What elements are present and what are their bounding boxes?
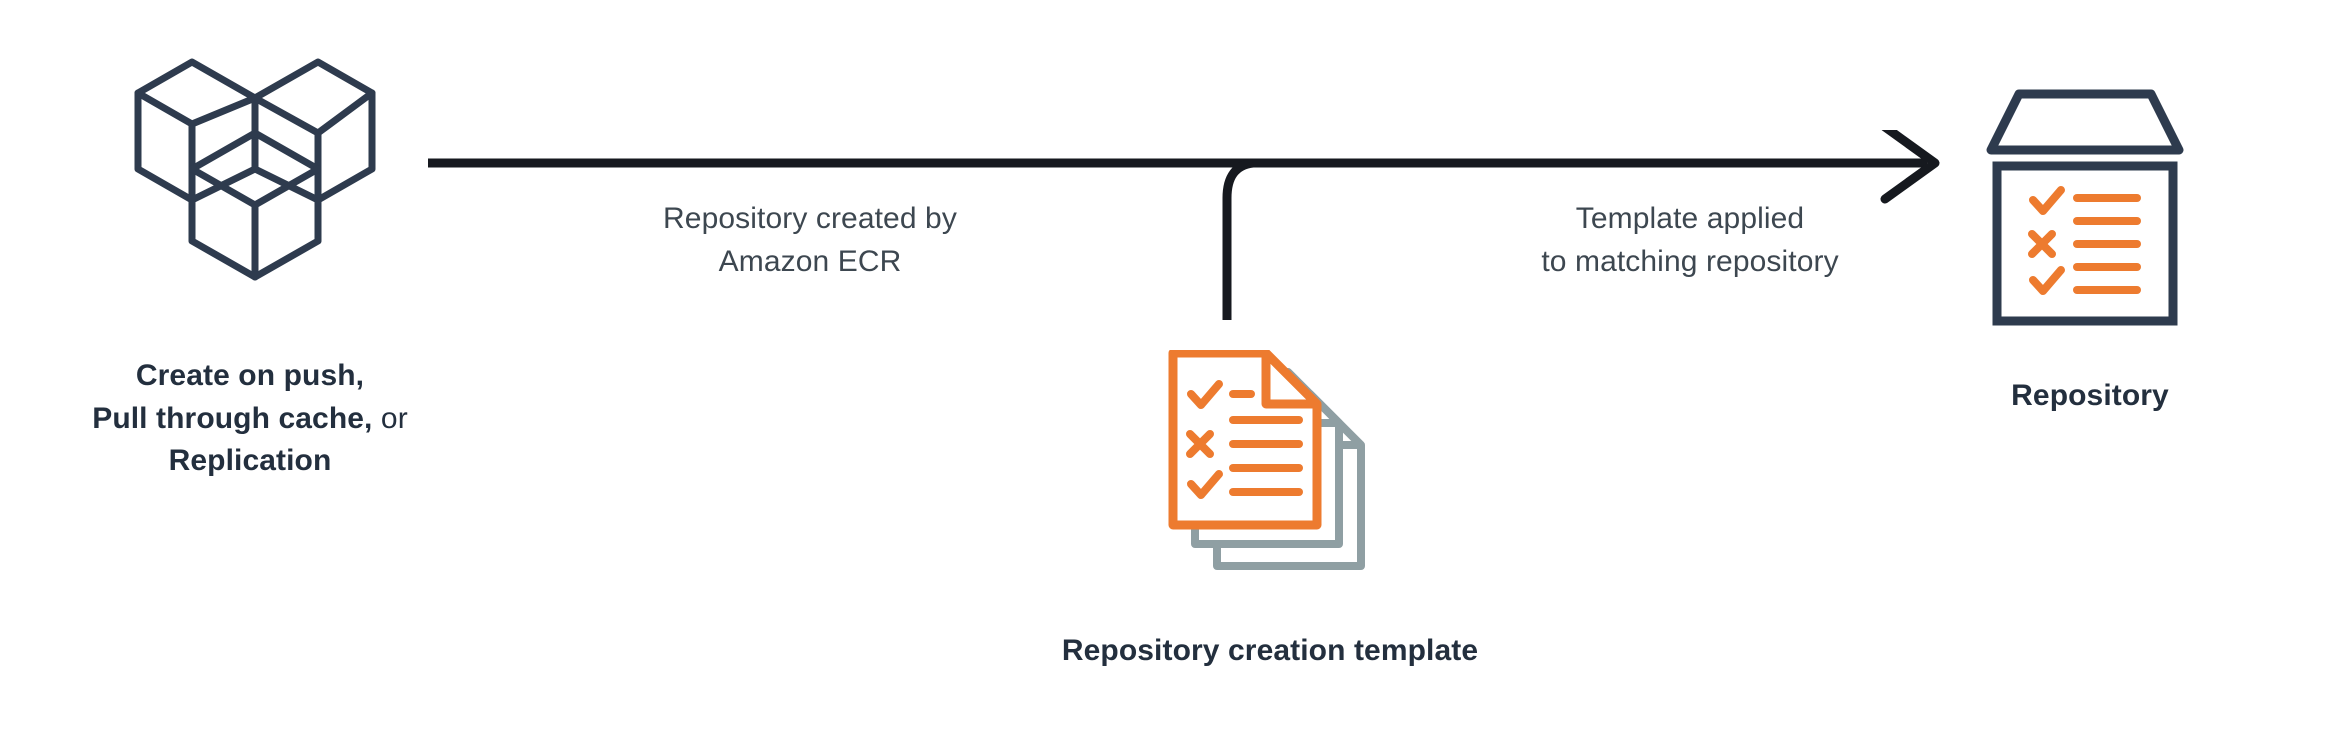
- source-caption-bold-3: Replication: [168, 444, 332, 478]
- three-cubes-icon: [130, 45, 380, 300]
- x-mark: [1186, 430, 1214, 458]
- edge-label-repository-created: Repository created by Amazon ECR: [410, 198, 1210, 283]
- edge2-line-2: to matching repository: [1541, 244, 1839, 278]
- edge2-line-1: Template applied: [1575, 202, 1805, 235]
- source-node-caption: Create on push, Pull through cache, or R…: [0, 355, 500, 483]
- repository-node-caption: Repository: [2011, 379, 2169, 412]
- edge-label-template-applied: Template applied to matching repository: [1290, 198, 2090, 283]
- source-caption-line-3: Replication: [0, 440, 500, 483]
- source-caption-regular-2: or: [372, 401, 408, 435]
- repo-x-mark: [2028, 230, 2056, 258]
- repo-check-mark-2: [2029, 266, 2065, 295]
- repository-box-icon: [1985, 88, 2185, 328]
- source-caption-bold-1: Create on push,: [135, 359, 365, 392]
- repository-lid: [1986, 89, 2184, 155]
- repo-check-mark-1: [2029, 186, 2065, 215]
- check-mark-1: [1187, 380, 1223, 409]
- check-mark-2: [1187, 470, 1223, 499]
- template-node-caption: Repository creation template: [1061, 634, 1479, 667]
- source-caption-line-1: Create on push,: [0, 355, 500, 398]
- source-caption-bold-2: Pull through cache,: [92, 401, 373, 435]
- document-fold-corner: [1261, 353, 1317, 409]
- edge1-line-2: Amazon ECR: [718, 244, 902, 278]
- repository-body: [1992, 161, 2178, 326]
- arrow-branch: [1222, 158, 1254, 320]
- arrow-head: [1880, 122, 1940, 204]
- source-caption-line-2: Pull through cache, or: [0, 398, 500, 441]
- checklist-documents-icon: [1165, 348, 1405, 590]
- edge1-line-1: Repository created by: [663, 202, 957, 235]
- flow-arrow-connector: [415, 122, 1985, 340]
